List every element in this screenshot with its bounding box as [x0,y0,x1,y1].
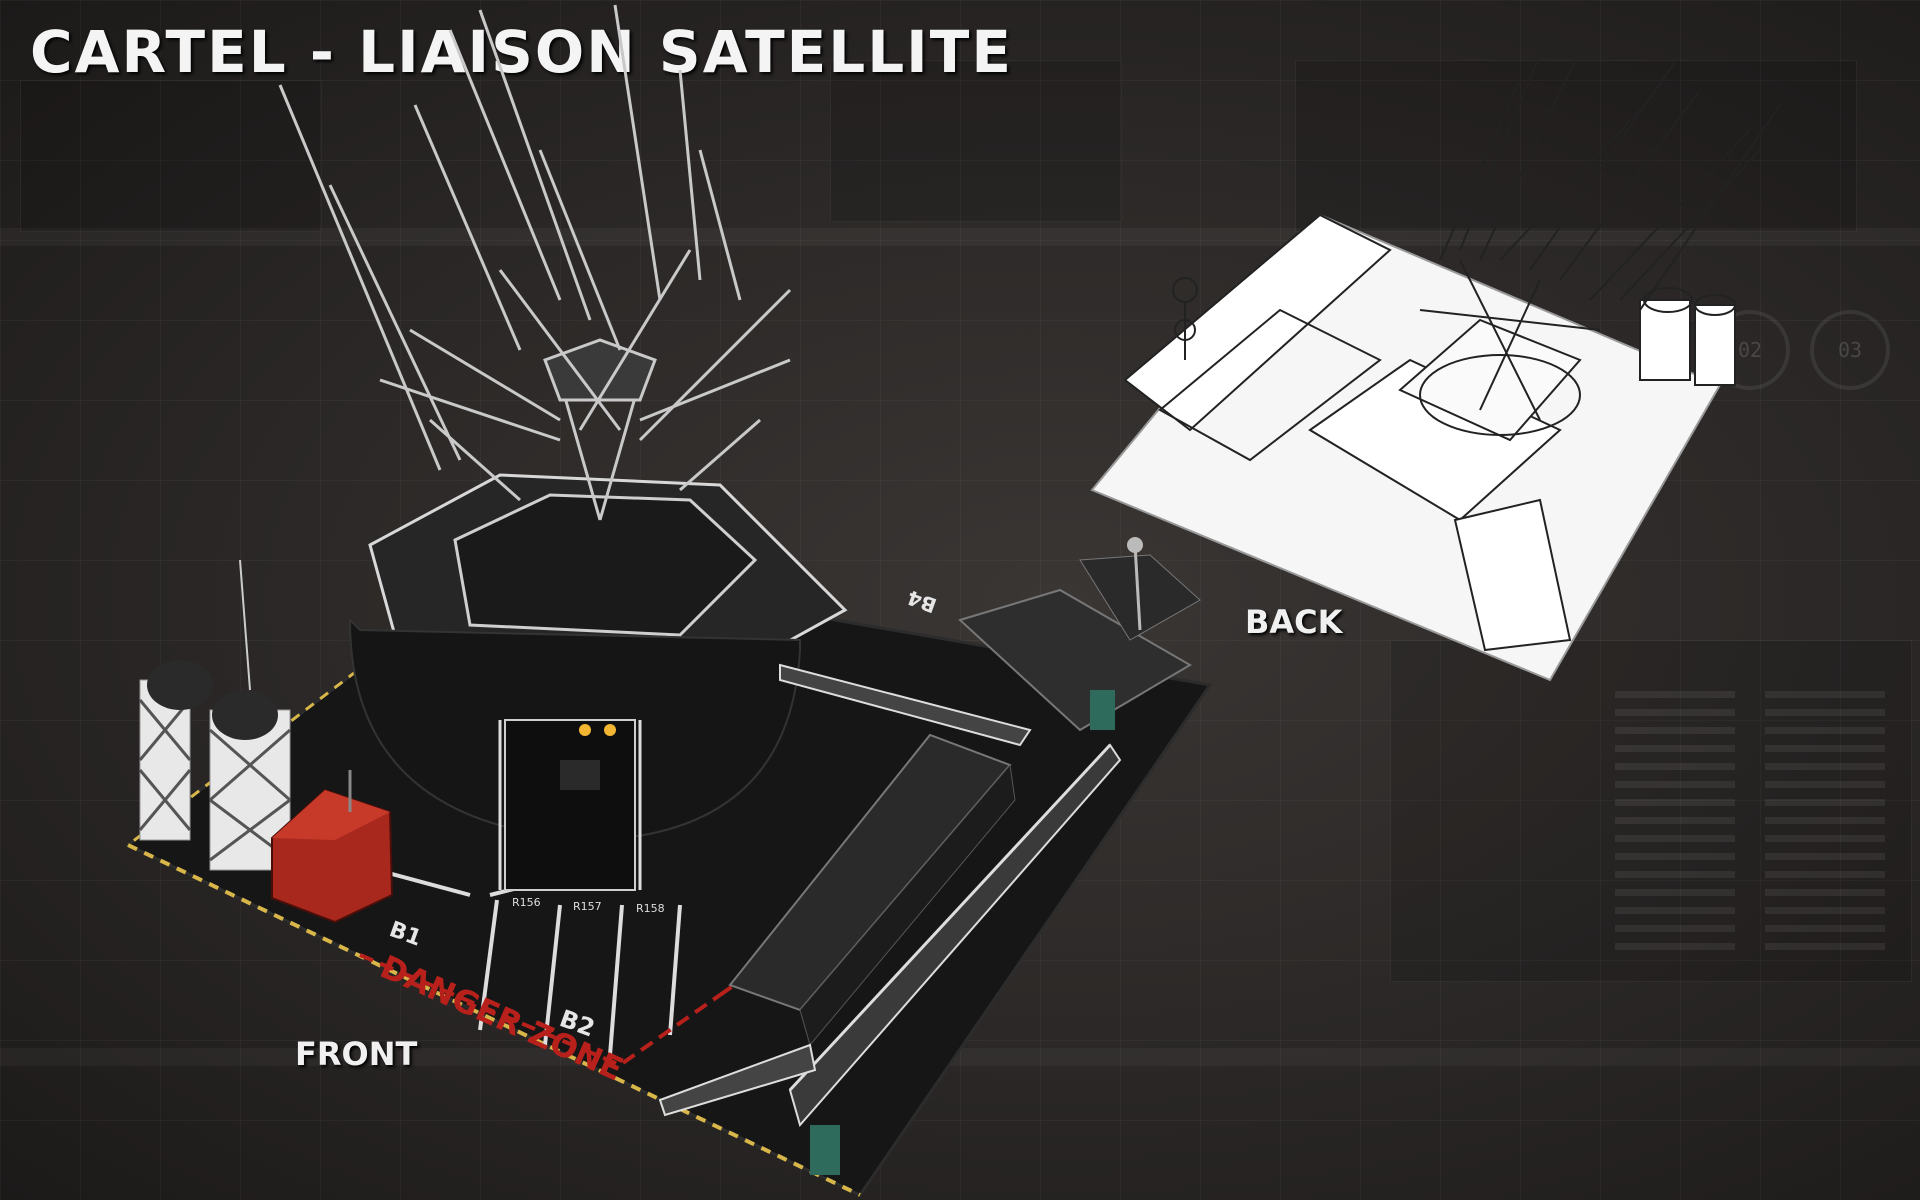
parking-spot-r156: R156 [512,896,541,909]
hud-camera-frame [830,60,1122,222]
hud-band [0,1048,1920,1066]
hud-data-frame [1390,640,1912,982]
walkway [658,663,1122,1175]
red-generator [271,770,394,924]
water-tower-left [138,660,213,841]
hud-data-column [1765,680,1885,961]
hud-data-column [1615,680,1735,961]
bunker-wing [728,537,1201,1047]
front-view-label: FRONT [295,1035,418,1073]
hud-gauge-icon: 03 [1810,310,1890,390]
back-view-label: BACK [1245,603,1343,641]
page-title: CARTEL - LIAISON SATELLITE [30,18,1013,86]
parking-spot-r158: R158 [636,902,665,915]
hud-band [0,228,1920,246]
danger-zone-outline [359,953,722,1068]
parking-spot-r157: R157 [573,900,602,913]
hud-camera-frame [20,80,322,232]
antenna-array [278,4,792,521]
